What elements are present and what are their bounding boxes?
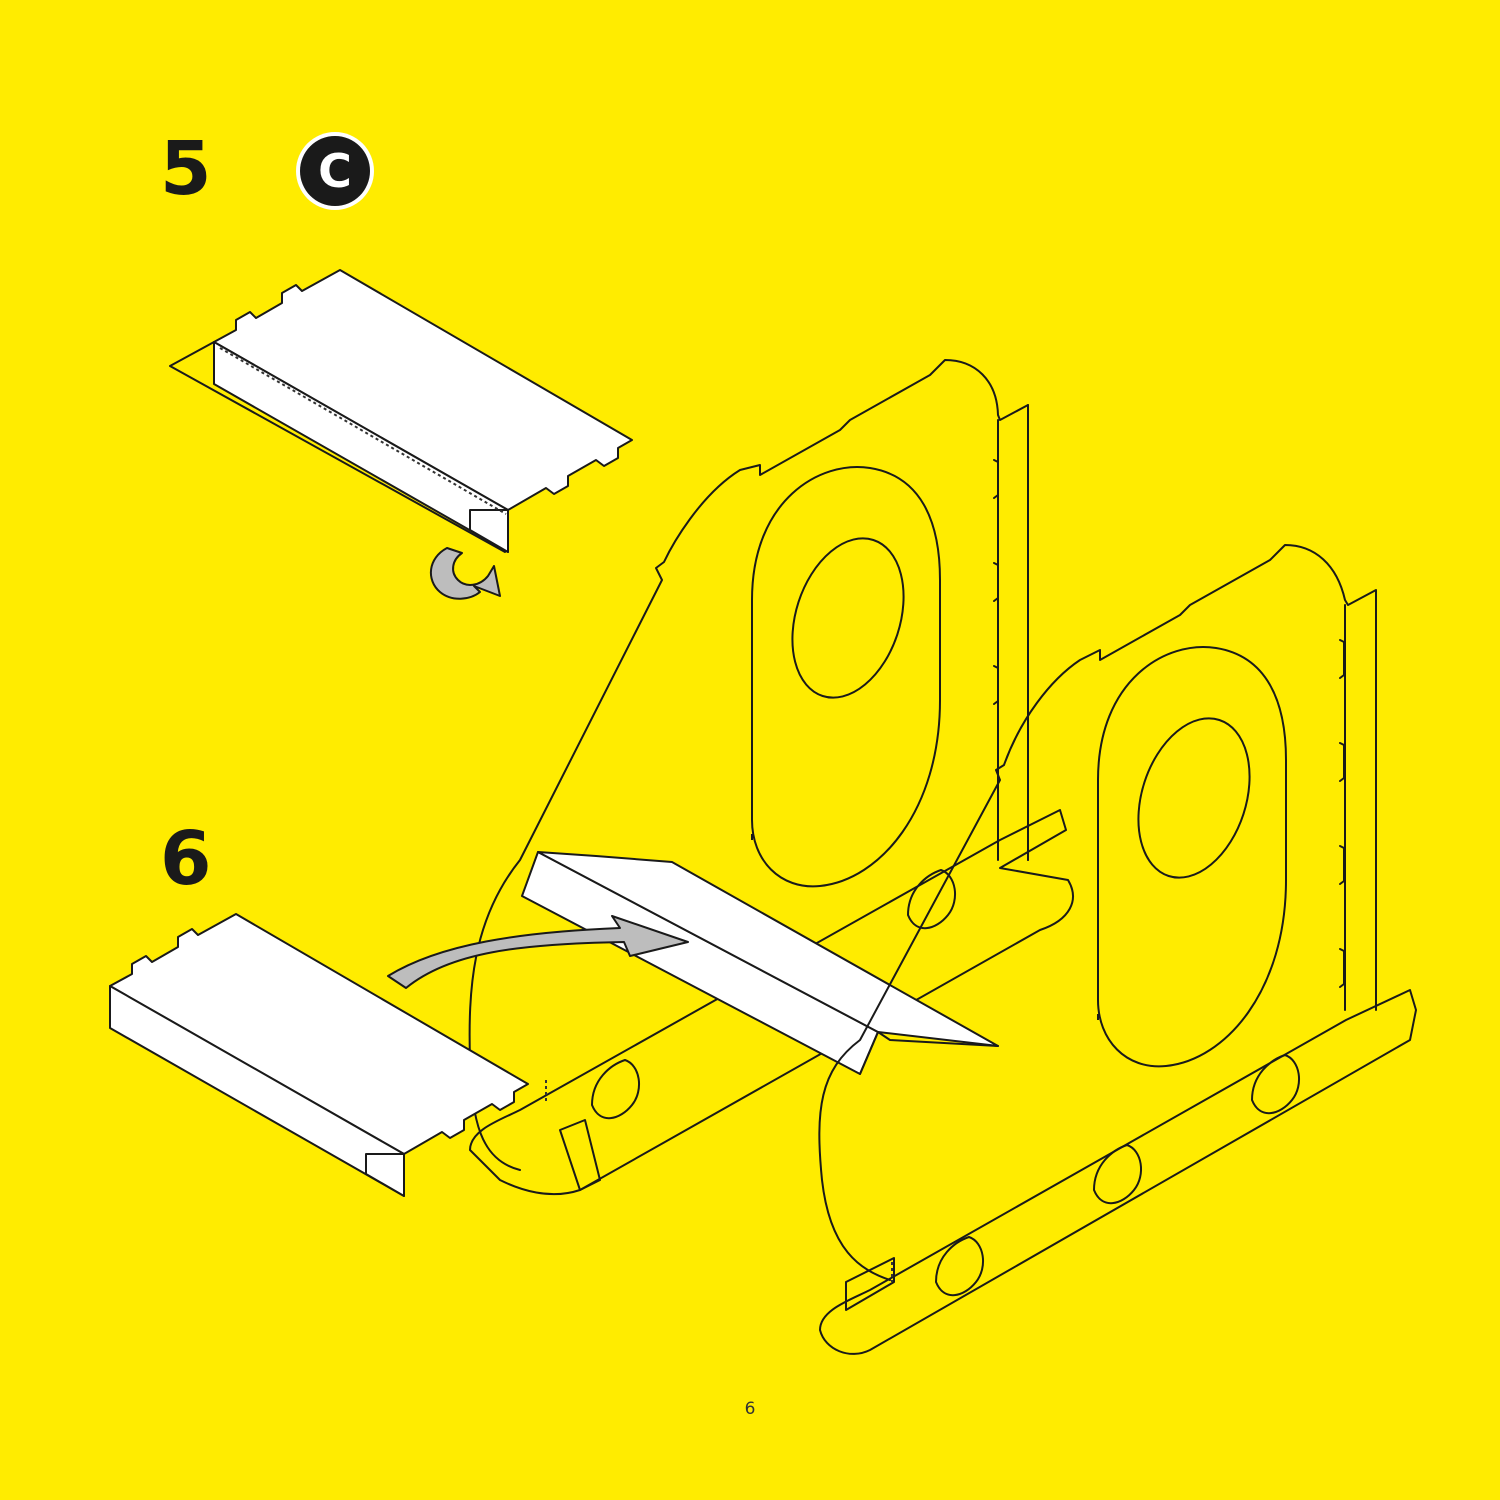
- fold-under-arrow-icon: [430, 547, 501, 600]
- step5-shelf-panel: [169, 269, 633, 600]
- right-side-frame: [818, 544, 1417, 1355]
- page-number: 6: [744, 1399, 756, 1419]
- step-number-5: 5: [160, 126, 212, 212]
- step-number-6: 6: [160, 816, 212, 902]
- inserted-shelf: [521, 851, 999, 1075]
- step6-shelf-panel: [109, 913, 689, 1197]
- insert-arrow-icon: [387, 915, 689, 989]
- part-c-badge: C: [300, 136, 370, 206]
